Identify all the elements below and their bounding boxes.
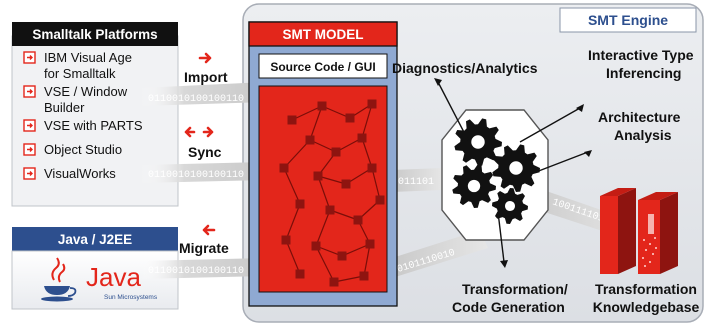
java-title-bar [12,227,178,251]
import-arrow-icon [198,52,212,64]
source-code-label: Source Code / GUI [270,60,375,74]
migrate-label: Migrate [179,240,229,256]
architecture-label-1: Architecture [598,109,681,125]
smt-model-title-bar [248,21,398,47]
java-cup-icon [41,257,77,302]
platform-bullet-icon [23,51,36,64]
inferencing-label-1: Interactive Type [588,47,694,63]
engine-in-binary: 011101 [398,177,434,188]
platform-bullet-icon [23,119,36,132]
migrate-arrow-icon [202,224,216,236]
platform-bullet-icon [23,167,36,180]
pointer-inferencing-icon [576,104,584,112]
model-node-graph [279,99,385,287]
platforms-title: Smalltalk Platforms [32,27,157,42]
platform-item-label: Object Studio [44,142,122,157]
gears-icon [452,118,540,224]
platform-item-label: Builder [44,100,85,115]
pointer-diagnostics-icon [434,78,442,86]
pointer-architecture-icon [584,150,592,157]
engine-in-beam [392,168,442,192]
transformation-label-2: Code Generation [452,299,565,315]
migrate-binary: 0110010100100110 [148,266,244,277]
diagnostics-label: Diagnostics/Analytics [392,60,538,76]
source-code-box [258,53,388,79]
engine-pointers [434,78,592,268]
platform-bullet-icon [23,143,36,156]
knowledgebase-label-2: Knowledgebase [593,299,700,315]
pointer-transformation-icon [500,260,508,268]
sync-beam [140,162,266,183]
sync-binary: 0110010100100110 [148,170,244,181]
sync-arrow-icon [184,126,214,138]
inferencing-label-2: Inferencing [606,65,681,81]
knowledgebase-icon [600,188,678,274]
import-label: Import [184,69,228,85]
migrate-beam [140,258,266,279]
transformation-label-1: Transformation/ [462,281,568,297]
platforms-title-bar [12,22,178,46]
java-logo-sub: Sun Microsystems [104,294,158,301]
java-title: Java / J2EE [58,232,132,247]
engine-title-box [559,7,697,33]
platform-item-label: for Smalltalk [44,66,116,81]
java-logo-panel [11,250,179,310]
smt-model-title: SMT MODEL [283,27,364,42]
import-beam [140,82,266,106]
import-binary: 0110010100100110 [148,94,244,105]
platform-item-label: VisualWorks [44,166,116,181]
knowledgebase-label-1: Transformation [595,281,697,297]
platform-item-label: VSE with PARTS [44,118,143,133]
engine-title: SMT Engine [588,12,668,28]
platform-item-label: IBM Visual Age [44,50,132,65]
architecture-label-2: Analysis [614,127,672,143]
platform-item-label: VSE / Window [44,84,128,99]
sync-label: Sync [188,144,222,160]
platform-bullet-icon [23,85,36,98]
java-logo-text: Java [86,262,141,292]
engine-out-beam [392,230,488,278]
